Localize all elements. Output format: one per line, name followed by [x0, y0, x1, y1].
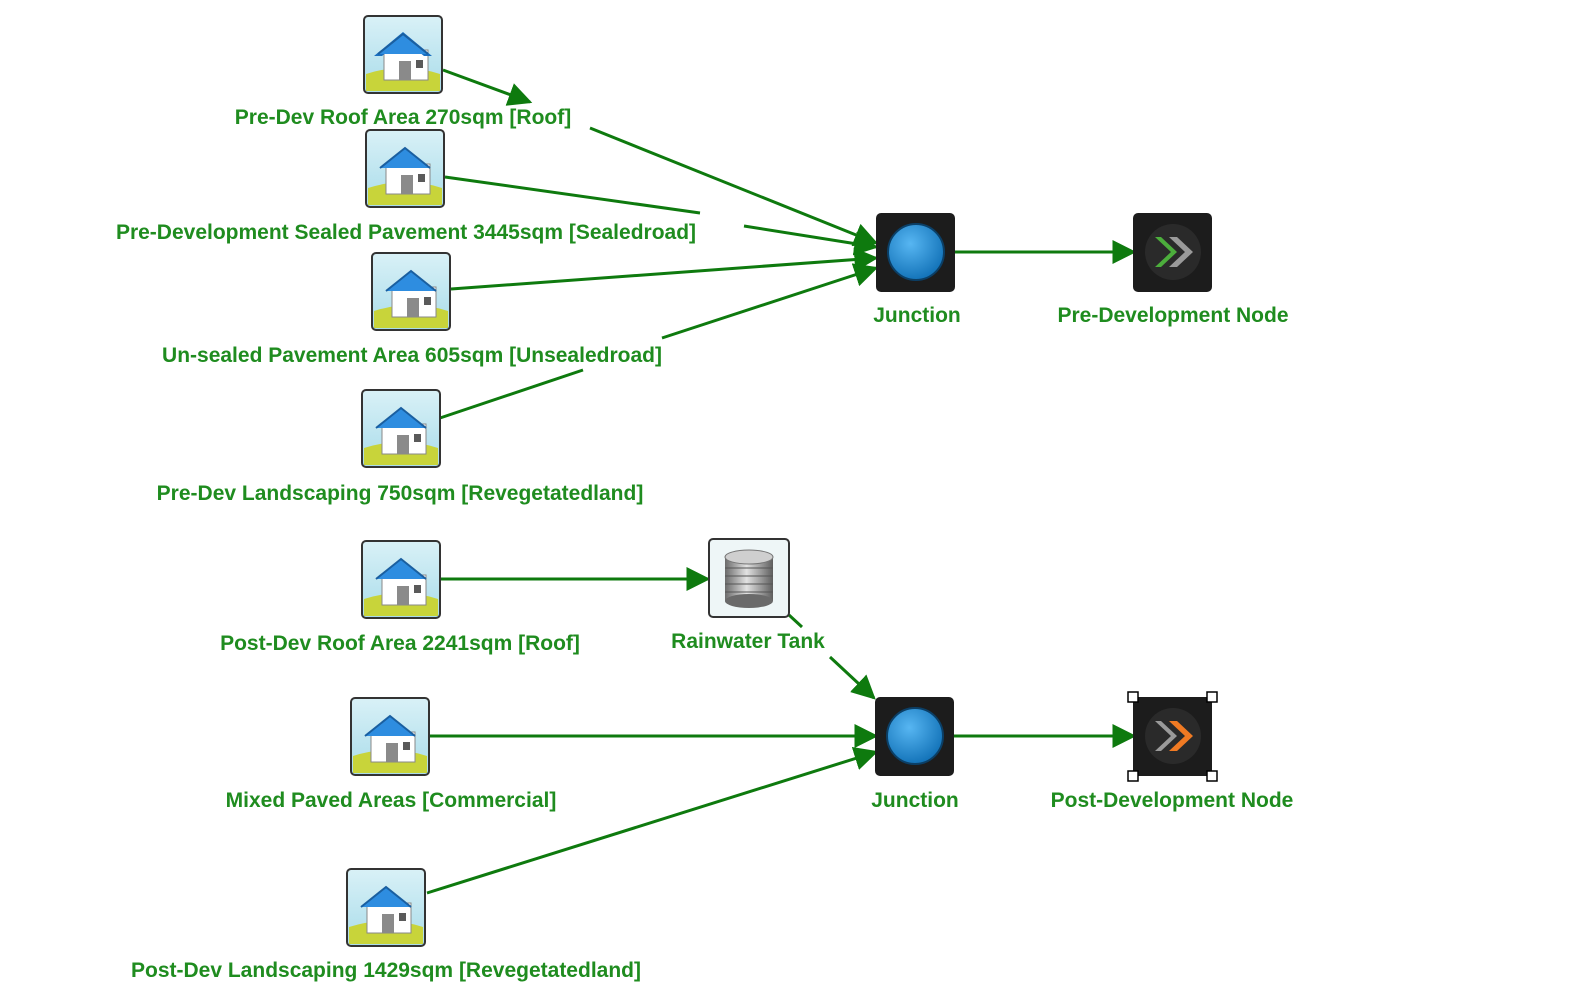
- node-label-pre-dev-landscaping: Pre-Dev Landscaping 750sqm [Revegetatedl…: [157, 482, 644, 505]
- tank-icon: [708, 538, 790, 618]
- edge-pre-landscaping-to-junction: [439, 368, 584, 420]
- node-pre-junction[interactable]: [876, 213, 955, 292]
- edge-pre-landscaping-to-junction-cont: [661, 263, 879, 340]
- node-arrow-icon: [1133, 213, 1212, 292]
- node-label-pre-dev-sealed-pavement: Pre-Development Sealed Pavement 3445sqm …: [116, 221, 696, 244]
- node-label-unsealed-pavement: Un-sealed Pavement Area 605sqm [Unsealed…: [162, 344, 662, 367]
- node-pre-dev-sealed-pavement[interactable]: [365, 129, 445, 208]
- edge-tank-to-post-junction-cont: [828, 655, 876, 700]
- edge-pre-roof-to-junction-cont: [589, 126, 879, 247]
- house-icon: [365, 129, 445, 208]
- node-label-pre-junction: Junction: [873, 304, 961, 327]
- edge-tank-to-post-junction: [787, 613, 804, 629]
- edge-pre-unsealed-to-junction: [450, 247, 879, 291]
- node-mixed-paved-areas[interactable]: [350, 697, 430, 776]
- node-pre-dev-landscaping[interactable]: [361, 389, 441, 468]
- node-unsealed-pavement[interactable]: [371, 252, 451, 331]
- house-icon: [361, 389, 441, 468]
- selection-handles[interactable]: [1127, 691, 1218, 782]
- edge-pre-sealed-to-junction: [444, 175, 701, 215]
- node-post-junction[interactable]: [875, 697, 954, 776]
- node-label-pre-dev-roof: Pre-Dev Roof Area 270sqm [Roof]: [235, 106, 571, 129]
- junction-icon: [876, 213, 955, 292]
- edge-post-landscaping-to-post-junction: [426, 747, 879, 895]
- node-label-rainwater-tank: Rainwater Tank: [671, 630, 825, 653]
- junction-icon: [875, 697, 954, 776]
- node-pre-development[interactable]: [1133, 213, 1212, 292]
- node-pre-dev-roof[interactable]: [363, 15, 443, 94]
- house-icon: [371, 252, 451, 331]
- node-arrow-icon: [1133, 697, 1212, 776]
- edge-layer: [426, 68, 1137, 895]
- node-label-post-dev-roof: Post-Dev Roof Area 2241sqm [Roof]: [220, 632, 580, 655]
- node-label-post-dev-landscaping: Post-Dev Landscaping 1429sqm [Revegetate…: [131, 959, 641, 982]
- node-post-development[interactable]: [1127, 691, 1218, 782]
- node-post-dev-roof[interactable]: [361, 540, 441, 619]
- node-label-post-junction: Junction: [871, 789, 959, 812]
- house-icon: [350, 697, 430, 776]
- node-post-dev-landscaping[interactable]: [346, 868, 426, 947]
- edge-pre-roof-to-junction: [442, 68, 533, 106]
- house-icon: [346, 868, 426, 947]
- house-icon: [363, 15, 443, 94]
- node-label-post-development: Post-Development Node: [1051, 789, 1294, 812]
- node-rainwater-tank[interactable]: [708, 538, 790, 618]
- edge-pre-sealed-to-junction-cont: [743, 224, 879, 256]
- house-icon: [361, 540, 441, 619]
- node-label-pre-development: Pre-Development Node: [1057, 304, 1288, 327]
- node-label-mixed-paved-areas: Mixed Paved Areas [Commercial]: [226, 789, 557, 812]
